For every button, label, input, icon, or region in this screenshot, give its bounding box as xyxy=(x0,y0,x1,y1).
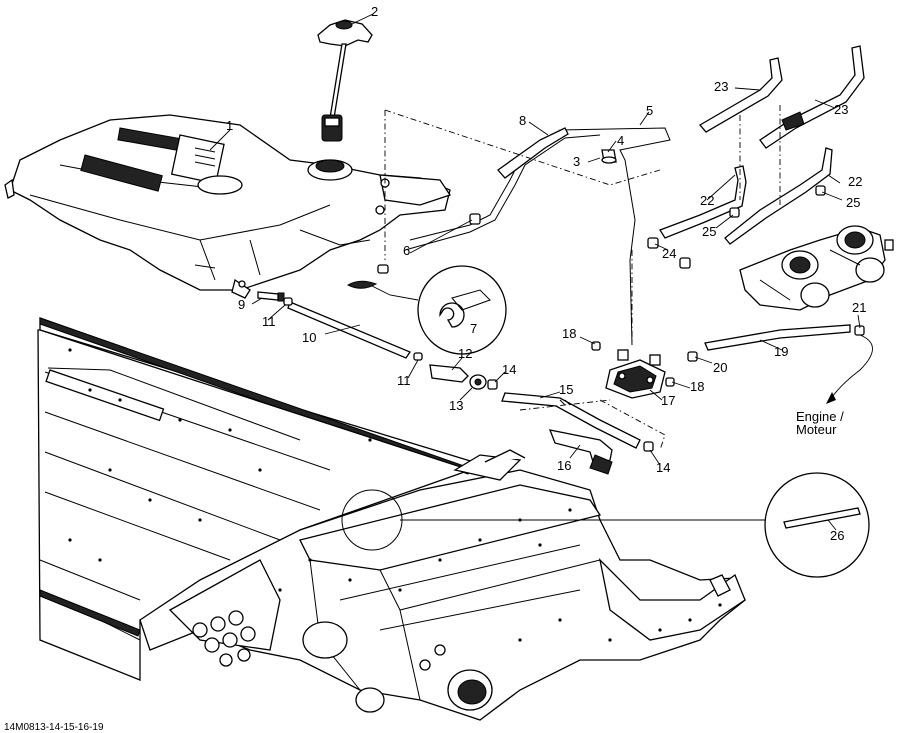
engine-label: Engine / xyxy=(796,409,844,424)
callout-4: 4 xyxy=(617,133,624,148)
callout-12: 12 xyxy=(458,346,472,361)
callout-13: 13 xyxy=(449,398,463,413)
frame-rivets xyxy=(68,348,722,642)
callout-19: 19 xyxy=(774,344,788,359)
carburetors xyxy=(739,225,894,311)
callout-26: 26 xyxy=(830,528,844,543)
fuel-cap-gauge xyxy=(317,19,373,142)
callout-22a: 22 xyxy=(700,193,714,208)
callout-11a: 11 xyxy=(262,314,276,329)
callout-2: 2 xyxy=(371,4,378,19)
callout-14a: 14 xyxy=(502,362,516,377)
callout-numbers: 1 2 3 4 5 6 7 8 9 10 11 11 12 13 14 14 1… xyxy=(4,4,866,733)
engine-arrow xyxy=(826,334,873,404)
fuel-pump xyxy=(605,349,666,399)
callout-25b: 25 xyxy=(846,195,860,210)
callout-25a: 25 xyxy=(702,224,716,239)
callout-1: 1 xyxy=(226,118,233,133)
callout-5: 5 xyxy=(646,103,653,118)
reference-lines xyxy=(384,105,781,451)
leader-lines xyxy=(209,13,861,531)
callout-23a: 23 xyxy=(714,79,728,94)
reference-code: 14M0813-14-15-16-19 xyxy=(4,722,104,733)
callout-16: 16 xyxy=(557,458,571,473)
chassis-frame xyxy=(37,317,746,721)
callout-7: 7 xyxy=(470,321,477,336)
callout-18a: 18 xyxy=(562,326,576,341)
callout-15: 15 xyxy=(559,382,573,397)
detail-circle-26 xyxy=(341,472,870,578)
callout-11b: 11 xyxy=(397,373,411,388)
callout-18b: 18 xyxy=(690,379,704,394)
fittings xyxy=(257,149,865,452)
callout-23b: 23 xyxy=(834,102,848,117)
callout-20: 20 xyxy=(713,360,727,375)
callout-14b: 14 xyxy=(656,460,670,475)
engine-label-fr: Moteur xyxy=(796,422,837,437)
callout-3: 3 xyxy=(573,154,580,169)
callout-22b: 22 xyxy=(848,174,862,189)
callout-21: 21 xyxy=(852,300,866,315)
callout-8: 8 xyxy=(519,113,526,128)
detail-circle-7 xyxy=(346,265,507,355)
callout-10: 10 xyxy=(302,330,316,345)
fuel-tank xyxy=(4,114,452,299)
callout-9: 9 xyxy=(238,297,245,312)
callout-24: 24 xyxy=(662,246,676,261)
callout-6: 6 xyxy=(403,243,410,258)
callout-17: 17 xyxy=(661,393,675,408)
